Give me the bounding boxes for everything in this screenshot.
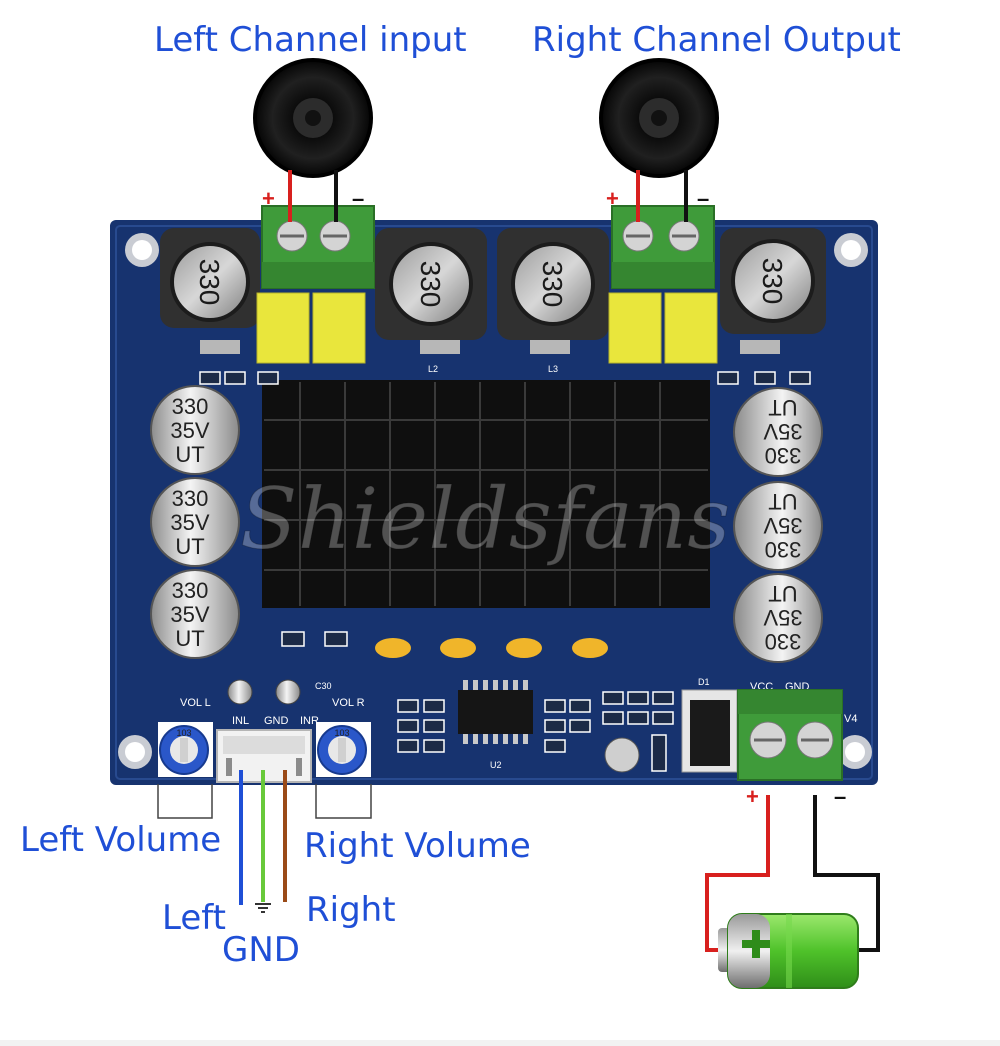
- battery-icon: [718, 913, 859, 989]
- left-input-label: Left: [162, 898, 226, 938]
- right-input-label: Right: [306, 890, 396, 930]
- silk-d1: D1: [698, 677, 710, 687]
- silkscreen-labels: VOL L VOL R INL GND INR VCC GND V4 L2 L3: [180, 364, 857, 727]
- smd-components: [199, 371, 811, 772]
- cap-voltage: 35V: [763, 419, 802, 444]
- ground-icon: [255, 903, 271, 913]
- small-capacitors: C30: [227, 679, 640, 773]
- left-minus-marker: –: [352, 186, 365, 211]
- inductors: 330 330 330 330: [160, 228, 826, 340]
- mounting-hole-icon: [118, 233, 872, 769]
- right-speaker-terminal[interactable]: [611, 205, 715, 289]
- left-speaker-terminal[interactable]: [261, 205, 375, 289]
- cap-voltage: 35V: [763, 513, 802, 538]
- inductor: 330: [160, 228, 260, 328]
- bottom-divider: [0, 1040, 1000, 1046]
- inductor-marking: 330: [537, 261, 568, 308]
- diode: D1: [681, 677, 738, 773]
- power-wires: [705, 795, 880, 952]
- watermark: Shieldsfans: [240, 470, 730, 568]
- right-channel-label: Right Channel Output: [532, 20, 901, 60]
- inductor-marking: 330: [757, 258, 788, 305]
- right-volume-label: Right Volume: [304, 826, 531, 866]
- right-speaker-icon: [599, 58, 719, 178]
- left-channel-label: Left Channel input: [154, 20, 467, 60]
- cap-series: UT: [768, 581, 797, 606]
- silk-inr: INR: [300, 715, 319, 727]
- inductor-tabs: [200, 340, 780, 354]
- cap-voltage: 35V: [763, 605, 802, 630]
- cap-series: UT: [175, 442, 204, 467]
- ceramic-capacitors: [375, 638, 608, 658]
- right-minus-marker: –: [697, 186, 710, 211]
- cap-value: 330: [172, 578, 209, 603]
- cap-series: UT: [175, 626, 204, 651]
- cap-value: 330: [765, 443, 802, 468]
- cap-value: 330: [172, 486, 209, 511]
- silk-v4: V4: [844, 713, 857, 725]
- volume-brackets: [157, 784, 372, 819]
- power-minus-marker: –: [834, 784, 847, 809]
- cap-voltage: 35V: [170, 602, 209, 627]
- cap-series: UT: [768, 395, 797, 420]
- inductor-marking: 330: [194, 259, 225, 306]
- gnd-label: GND: [222, 930, 300, 970]
- silk-gnd: GND: [264, 715, 289, 727]
- silk-l3: L3: [548, 364, 558, 374]
- left-speaker-icon: [253, 58, 373, 178]
- right-plus-marker: +: [606, 186, 619, 211]
- cap-voltage: 35V: [170, 418, 209, 443]
- cap-value: 330: [765, 629, 802, 654]
- electrolytic-capacitors-left: 330 35V UT 330 35V UT 330 35V UT: [150, 385, 240, 659]
- left-plus-marker: +: [262, 186, 275, 211]
- pot-marking: 103: [176, 728, 191, 738]
- cap-voltage: 35V: [170, 510, 209, 535]
- electrolytic-capacitors-right: 330 35V UT 330 35V UT 330 35V UT: [733, 387, 823, 663]
- speaker-wires: [288, 170, 688, 222]
- silk-inl: INL: [232, 715, 249, 727]
- power-terminal[interactable]: [737, 689, 843, 781]
- cap-series: UT: [768, 489, 797, 514]
- silk-vol-r: VOL R: [332, 697, 365, 709]
- film-capacitors: [256, 292, 718, 364]
- silk-u2: U2: [490, 760, 502, 770]
- cap-value: 330: [765, 537, 802, 562]
- inductor: 330: [720, 228, 826, 334]
- cap-value: 330: [172, 394, 209, 419]
- silk-c30: C30: [315, 681, 332, 691]
- silk-vol-l: VOL L: [180, 697, 211, 709]
- silk-l2: L2: [428, 364, 438, 374]
- input-header-connector[interactable]: [216, 729, 312, 783]
- ic-chip: U2: [458, 680, 533, 770]
- input-wires: [239, 770, 287, 905]
- left-volume-pot[interactable]: 103: [158, 722, 213, 777]
- cap-series: UT: [175, 534, 204, 559]
- inductor-marking: 330: [415, 261, 446, 308]
- inductor: 330: [375, 228, 487, 340]
- heatsink: [262, 380, 710, 608]
- inductor: 330: [497, 228, 609, 340]
- pot-marking: 103: [334, 728, 349, 738]
- right-volume-pot[interactable]: 103: [316, 722, 371, 777]
- left-volume-label: Left Volume: [20, 820, 222, 860]
- power-plus-marker: +: [746, 784, 759, 809]
